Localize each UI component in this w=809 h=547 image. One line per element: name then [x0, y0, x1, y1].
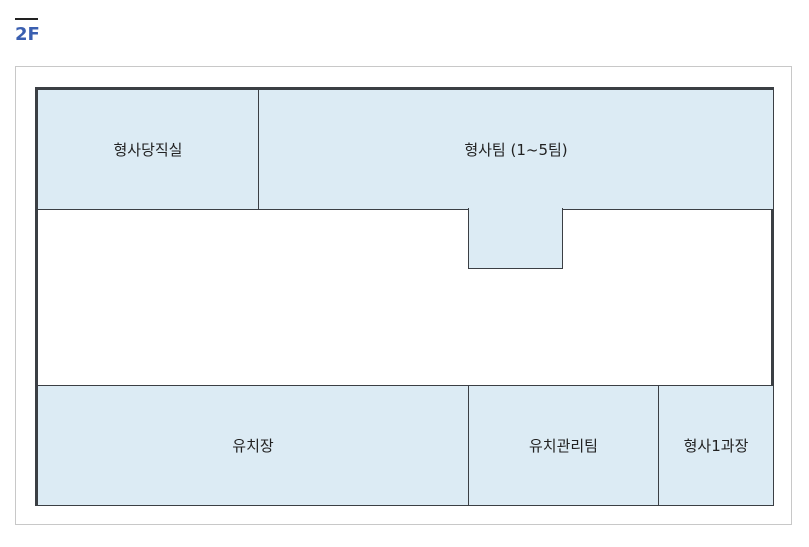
room-holding-cell[interactable]: 유치장 — [37, 385, 469, 506]
floor-label-group: 2F — [15, 18, 40, 45]
room-holding-cell-label: 유치장 — [232, 437, 274, 455]
room-detective-team[interactable]: 형사팀 (1~5팀) — [258, 89, 774, 210]
room-detective-team-extension — [468, 208, 563, 269]
room-detective-duty[interactable]: 형사당직실 — [37, 89, 259, 210]
room-detective-team-label: 형사팀 (1~5팀) — [464, 141, 568, 159]
room-holding-management[interactable]: 유치관리팀 — [468, 385, 659, 506]
room-detective-section-1-label: 형사1과장 — [683, 437, 749, 455]
room-detective-section-1[interactable]: 형사1과장 — [658, 385, 774, 506]
floor-label-bar — [15, 18, 38, 20]
room-detective-duty-label: 형사당직실 — [113, 141, 183, 159]
floor-label: 2F — [15, 24, 40, 45]
room-holding-management-label: 유치관리팀 — [528, 437, 598, 455]
floor-plan: 형사당직실 형사팀 (1~5팀) 유치장 유치관리팀 형사1과장 — [35, 87, 774, 506]
